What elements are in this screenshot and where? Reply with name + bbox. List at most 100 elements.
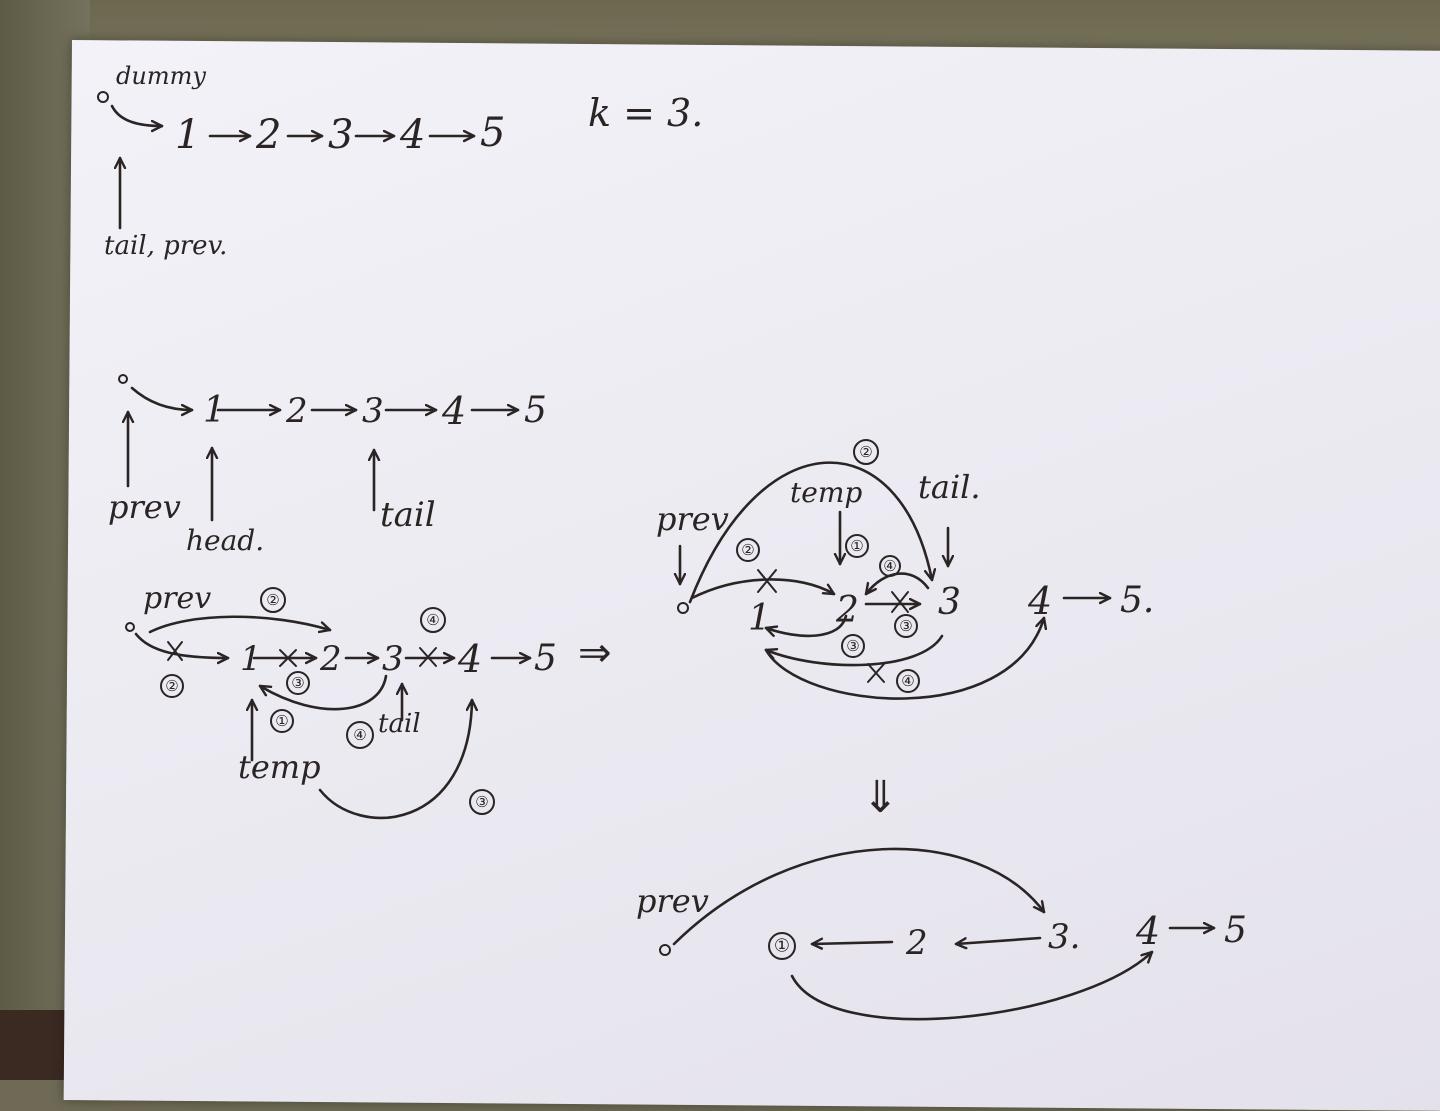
reverse-link-arrow xyxy=(954,936,1042,944)
implies-arrow: ⇒ xyxy=(578,630,612,676)
sketch-initial-list: dummy 1 2 3 4 5 k = 3. tail, prev. xyxy=(97,62,703,261)
k-value-label: k = 3. xyxy=(588,91,703,135)
step-mark-4: ④ xyxy=(426,611,439,629)
sketch-reversed-result: ⇓ prev ① 2 3. 4 5 xyxy=(636,772,1247,1021)
cut-mark xyxy=(167,641,183,661)
step-mark-2b: ② xyxy=(741,541,754,559)
step-mark-circle xyxy=(286,671,310,695)
dummy-node xyxy=(97,91,109,103)
dummy-label: dummy xyxy=(116,62,206,90)
node-5: 5 xyxy=(534,638,557,679)
link-arrow xyxy=(110,104,164,126)
step-2-arrow xyxy=(688,461,932,604)
node-2: 2 xyxy=(255,112,281,158)
cut-mark xyxy=(757,569,777,593)
node-4: 4 xyxy=(457,637,482,681)
step-mark-1: ① xyxy=(850,537,863,555)
step-mark-circle xyxy=(420,607,446,633)
node-1: 1 xyxy=(175,112,200,158)
step-mark-3: ③ xyxy=(291,674,304,692)
step-mark-4b: ④ xyxy=(901,672,914,690)
prev-label: prev xyxy=(636,882,709,920)
prev-label: prev xyxy=(656,500,729,538)
step-mark-1: ① xyxy=(275,712,288,730)
step-mark-circle xyxy=(270,709,294,733)
cut-mark xyxy=(419,647,437,667)
node-1: 1 xyxy=(240,639,262,679)
step-2-arrow xyxy=(148,615,332,634)
node-1: ① xyxy=(774,936,790,957)
node-3: 3 xyxy=(362,391,384,431)
node-1-circle xyxy=(768,932,796,960)
tail-label: tail xyxy=(380,495,436,535)
step-4-back-arrow xyxy=(258,674,388,711)
step-mark-circle xyxy=(841,634,865,658)
link-arrow xyxy=(130,386,194,410)
step-mark-circle xyxy=(736,538,760,562)
prev-node xyxy=(659,944,671,956)
node-5: 5 xyxy=(524,390,547,431)
cut-mark xyxy=(891,591,909,613)
step-3-arrow xyxy=(318,698,472,820)
step-mark-circle xyxy=(260,587,286,613)
step-mark-2b: ② xyxy=(165,677,178,695)
node-5: 5 xyxy=(1224,910,1247,951)
cut-mark xyxy=(867,663,885,683)
step-mark-circle xyxy=(894,614,918,638)
node-2: 2 xyxy=(319,639,342,679)
sketch-pointer-setup: 1 2 3 4 5 prev head. tail xyxy=(108,374,547,557)
node-3: 3 xyxy=(382,639,404,679)
node-1-to-4-arrow xyxy=(790,950,1154,1021)
node-2: 2 xyxy=(905,923,928,963)
step-mark-circle xyxy=(469,789,495,815)
step-mark-3b: ③ xyxy=(846,637,859,655)
node-3: 3 xyxy=(328,112,353,158)
step-mark-circle xyxy=(853,439,879,465)
handwritten-notes: dummy 1 2 3 4 5 k = 3. tail, prev. 1 2 3… xyxy=(97,62,1247,1021)
step-mark-2: ② xyxy=(266,591,279,609)
step-mark-4b: ④ xyxy=(353,726,366,744)
temp-label: temp xyxy=(238,748,321,786)
node-3: 3 xyxy=(938,582,961,623)
link-arrow xyxy=(134,632,230,658)
sketch-reverse-steps: prev 1 2 3 4 5 ⇒ tail temp ① ② ② ③ ③ ④ xyxy=(125,581,612,820)
step-4-arrow xyxy=(764,634,944,667)
tail-label: tail xyxy=(378,709,421,739)
temp-label: temp xyxy=(790,476,862,509)
dummy-node xyxy=(118,374,128,384)
down-double-arrow: ⇓ xyxy=(862,772,899,823)
step-mark-2: ② xyxy=(859,443,872,461)
node-2: 2 xyxy=(835,590,859,631)
node-4: 4 xyxy=(1027,579,1052,623)
prev-to-3-arrow xyxy=(672,847,1046,946)
step-mark-circle xyxy=(879,555,901,577)
step-mark-circle xyxy=(896,669,920,693)
cut-mark xyxy=(279,649,297,667)
step-3-back-arrow xyxy=(764,614,848,636)
step-4-back-arrow xyxy=(864,572,930,596)
step-mark-3b: ③ xyxy=(475,793,488,811)
node-4: 4 xyxy=(441,389,466,433)
head-label: head. xyxy=(186,524,264,557)
node-3: 3. xyxy=(1048,917,1080,957)
node-4: 4 xyxy=(1135,909,1160,953)
prev-label: prev xyxy=(143,581,211,616)
step-mark-3: ③ xyxy=(899,617,912,635)
step-3-arrow xyxy=(764,616,1044,700)
node-4: 4 xyxy=(399,112,425,158)
node-2: 2 xyxy=(285,391,308,431)
step-mark-4: ④ xyxy=(883,557,896,575)
node-5: 5. xyxy=(1120,580,1154,621)
sketch-relink-detail: prev temp tail. 1 2 3 4 5. ① ② ② ③ ③ ④ xyxy=(656,439,1154,700)
step-mark-circle xyxy=(346,721,374,749)
prev-label: prev xyxy=(108,488,181,526)
prev-node xyxy=(677,602,689,614)
link-arrow xyxy=(690,578,836,600)
step-mark-circle xyxy=(845,534,869,558)
reverse-link-arrow xyxy=(810,942,894,944)
prev-node xyxy=(125,622,135,632)
tail-prev-label: tail, prev. xyxy=(104,231,227,261)
tail-label: tail. xyxy=(918,468,981,506)
node-1: 1 xyxy=(203,390,226,431)
node-1: 1 xyxy=(748,598,771,639)
